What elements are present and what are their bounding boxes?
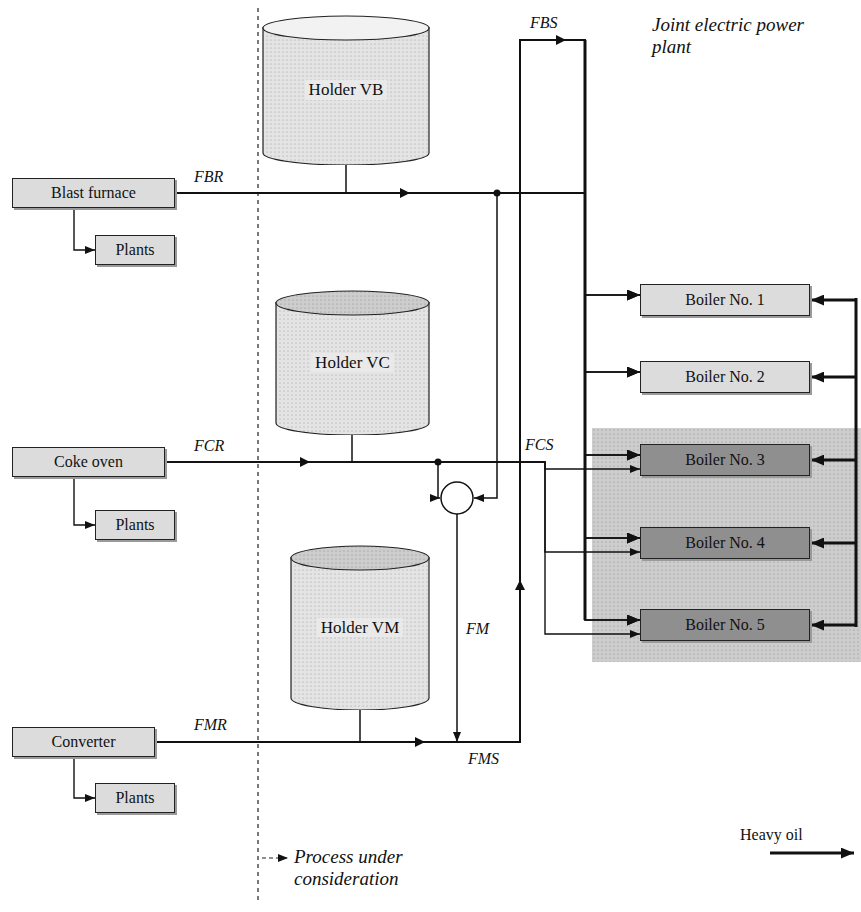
flow-connector [165, 462, 640, 469]
flow-label: FMR [192, 716, 229, 734]
boundary-arrow [262, 857, 288, 858]
holder-top [263, 16, 429, 40]
node-label: Holder VB [305, 80, 388, 100]
heavy-oil-line [811, 542, 856, 545]
flow-connector [175, 193, 640, 620]
node-label: Converter [52, 733, 116, 751]
holder-stem [351, 435, 353, 462]
source-box: Converter [12, 727, 155, 757]
flow-connector [175, 193, 640, 295]
flow-connector [74, 757, 95, 798]
flow-label: FCS [523, 436, 555, 454]
legend-text: Heavy oil [740, 826, 856, 844]
heavy-oil-line [811, 459, 856, 462]
node-label: Boiler No. 5 [685, 616, 765, 634]
legend-arrow [770, 852, 854, 855]
flow-connector [74, 208, 95, 250]
legend-swatch [740, 844, 856, 860]
node-label: Plants [115, 789, 154, 807]
flow-connector [175, 193, 640, 455]
node-label: Boiler No. 3 [685, 451, 765, 469]
node-label: Boiler No. 1 [685, 291, 765, 309]
boiler-box: Boiler No. 5 [640, 609, 810, 641]
source-box: Coke oven [12, 447, 165, 477]
mix-line [438, 462, 440, 498]
flow-label: FBR [192, 168, 225, 186]
gas-holder: Holder VC [275, 290, 430, 435]
flow-connector [165, 462, 640, 552]
flow-label: FCR [192, 437, 226, 455]
gas-holder: Holder VB [262, 15, 430, 165]
holder-top [291, 546, 429, 570]
boiler-box: Boiler No. 2 [640, 361, 810, 393]
heavy-oil-line [811, 376, 856, 379]
flow-label: FBS [528, 14, 560, 32]
source-box: Blast furnace [12, 178, 175, 208]
holder-stem [359, 710, 361, 742]
boundary-line [257, 8, 258, 904]
node-label: Plants [115, 241, 154, 259]
plants-box: Plants [95, 235, 175, 265]
note-label: Process under consideration [292, 846, 436, 890]
plants-box: Plants [95, 510, 175, 540]
heavy-oil-line [811, 299, 856, 302]
holder-stem [345, 165, 347, 193]
holder-body [276, 302, 429, 435]
holder-body [291, 557, 429, 710]
heavy-oil-line [811, 624, 856, 627]
boiler-box: Boiler No. 1 [640, 284, 810, 316]
flow-label: FM [464, 620, 491, 638]
flow-connector [74, 477, 95, 525]
node-label: Plants [115, 516, 154, 534]
note-label: Joint electric power plant [650, 14, 824, 58]
flow-label: FMS [466, 750, 501, 768]
trunk-line [584, 40, 587, 620]
holder-body [263, 27, 429, 165]
flow-connector [175, 193, 640, 538]
boiler-box: Boiler No. 3 [640, 444, 810, 476]
node-label: Holder VC [311, 353, 394, 373]
gas-holder: Holder VM [290, 545, 430, 710]
mix-line [456, 514, 458, 742]
boiler-box: Boiler No. 4 [640, 527, 810, 559]
shaded-region [592, 428, 861, 662]
node-label: Blast furnace [51, 184, 136, 202]
plants-box: Plants [95, 783, 175, 813]
node-label: Coke oven [54, 453, 123, 471]
mix-line [474, 193, 497, 498]
holder-top [276, 291, 429, 315]
mixer-circle [441, 482, 473, 514]
heavy-oil-line [855, 298, 858, 627]
legend-entry: Heavy oil [740, 826, 856, 860]
node-label: Boiler No. 2 [685, 368, 765, 386]
node-label: Boiler No. 4 [685, 534, 765, 552]
node-label: Holder VM [317, 618, 404, 638]
